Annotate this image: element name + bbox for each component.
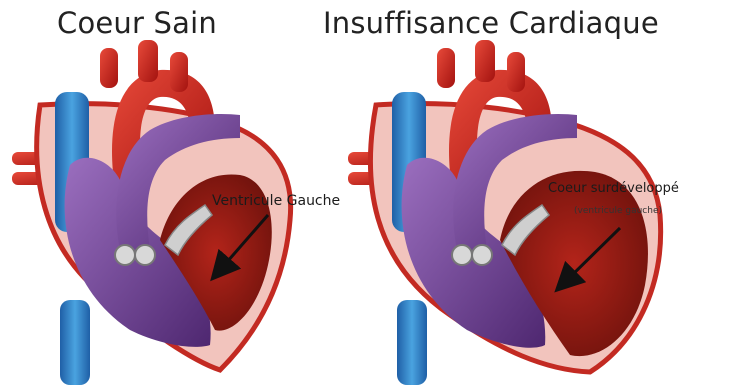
aortic-branch-1-2 bbox=[437, 48, 455, 88]
valve-2-2 bbox=[472, 245, 492, 265]
aortic-branch-1 bbox=[100, 48, 118, 88]
label-enlarged-heart: Coeur surdéveloppé bbox=[548, 181, 679, 196]
aortic-branch-2-2 bbox=[475, 40, 495, 82]
valve-1-2 bbox=[452, 245, 472, 265]
valve-1 bbox=[115, 245, 135, 265]
inferior-vena-cava bbox=[60, 300, 90, 385]
label-left-ventricle: Ventricule Gauche bbox=[212, 193, 340, 209]
sublabel-left-ventricle: (ventricule gauche) bbox=[574, 206, 662, 216]
healthy-heart bbox=[12, 40, 291, 385]
aortic-branch-3 bbox=[170, 52, 188, 92]
aortic-branch-2 bbox=[138, 40, 158, 82]
aortic-branch-3-2 bbox=[507, 52, 525, 92]
inferior-vena-cava-2 bbox=[397, 300, 427, 385]
valve-2 bbox=[135, 245, 155, 265]
